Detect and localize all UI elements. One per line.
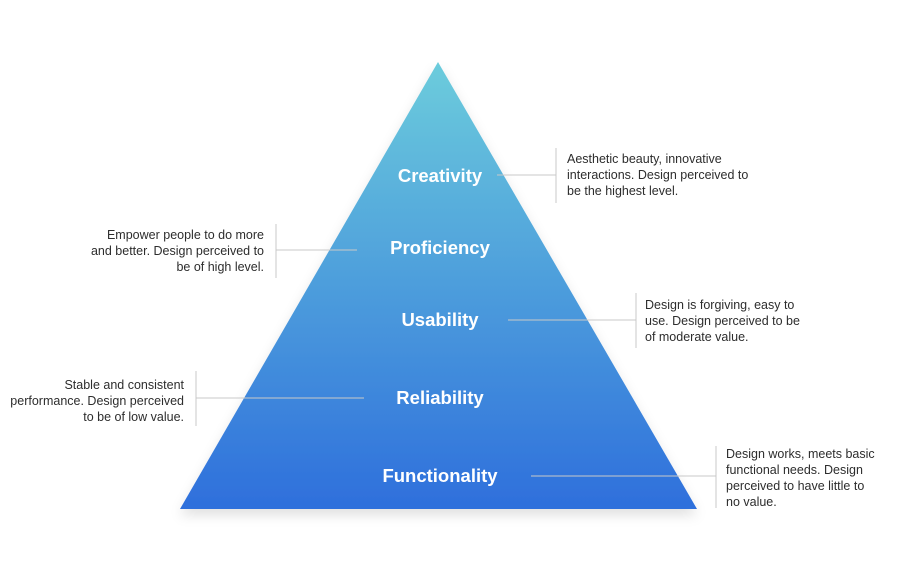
- proficiency-description: Empower people to do more and better. De…: [91, 227, 264, 275]
- usability-description-line: of moderate value.: [645, 330, 749, 344]
- level-proficiency-label: Proficiency: [390, 237, 490, 258]
- creativity-description: Aesthetic beauty, innovative interaction…: [567, 151, 748, 199]
- functionality-description-line: no value.: [726, 495, 777, 509]
- reliability-description-line: to be of low value.: [83, 410, 184, 424]
- reliability-description: Stable and consistent performance. Desig…: [10, 377, 184, 425]
- level-functionality-label: Functionality: [382, 465, 498, 486]
- reliability-description-line: performance. Design perceived: [10, 394, 184, 408]
- usability-description: Design is forgiving, easy to use. Design…: [645, 297, 800, 345]
- usability-description-line: use. Design perceived to be: [645, 314, 800, 328]
- creativity-description-line: interactions. Design perceived to: [567, 168, 749, 182]
- level-usability-label: Usability: [401, 309, 479, 330]
- functionality-description-line: perceived to have little to: [726, 479, 865, 493]
- level-reliability-label: Reliability: [396, 387, 484, 408]
- functionality-description-line: functional needs. Design: [726, 463, 863, 477]
- proficiency-description-line: be of high level.: [176, 260, 264, 274]
- creativity-description-line: be the highest level.: [567, 184, 679, 198]
- proficiency-description-line: Empower people to do more: [106, 228, 264, 242]
- functionality-description: Design works, meets basic functional nee…: [726, 446, 875, 510]
- creativity-description-line: Aesthetic beauty, innovative: [567, 152, 722, 166]
- functionality-description-line: Design works, meets basic: [726, 447, 875, 461]
- reliability-description-line: Stable and consistent: [64, 378, 184, 392]
- proficiency-description-line: and better. Design perceived to: [90, 244, 264, 258]
- level-creativity-label: Creativity: [397, 165, 483, 186]
- pyramid-shape: [180, 62, 697, 509]
- usability-description-line: Design is forgiving, easy to: [645, 298, 795, 312]
